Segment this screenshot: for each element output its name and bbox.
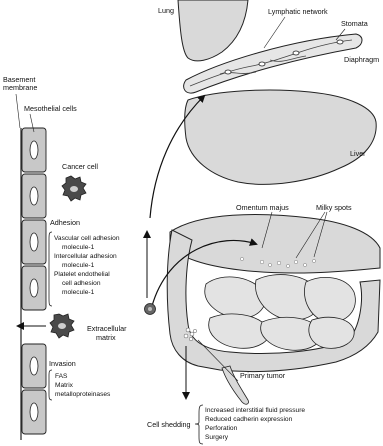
primary-tumor-label: Primary tumor (240, 371, 286, 380)
liver-shape (185, 90, 377, 184)
omentum-shape (170, 215, 380, 274)
small-intestine-loops (205, 275, 356, 351)
adhesion-molecule-line: Intercellular adhesion (54, 253, 117, 260)
lymphatic-pointer (264, 17, 285, 48)
basement-pointer (16, 94, 20, 128)
adhesion-bracket (49, 232, 52, 306)
invasion-factor-line: metalloproteinases (55, 391, 111, 398)
adhesion-molecule-line: Vascular cell adhesion (54, 235, 120, 242)
cancer-cell-label: Cancer cell (62, 162, 98, 171)
invasion-label: Invasion (49, 359, 76, 368)
adhesion-molecule-line: cell adhesion (62, 280, 101, 287)
cell-shedding-label: Cell shedding (147, 420, 191, 429)
liver-label: Liver (350, 149, 366, 158)
invading-cell (50, 314, 74, 338)
invasion-factor-line: Matrix (55, 382, 74, 389)
shedding-bracket (195, 405, 203, 444)
invasion-factor-line: FAS (55, 373, 68, 380)
adhesion-label: Adhesion (50, 218, 80, 227)
diaphragm-label: Diaphragm (344, 55, 379, 64)
shedding-cause-line: Surgery (205, 434, 229, 441)
shedding-cause-line: Increased interstitial fluid pressure (205, 407, 305, 414)
extracellular-matrix-label-2: matrix (96, 333, 116, 342)
lung-shape (178, 0, 248, 61)
mesothelial-cells-label: Mesothelial cells (24, 104, 77, 113)
adhesion-molecule-line: Platelet endothelial (54, 271, 110, 278)
adhesion-molecule-line: molecule-1 (62, 244, 95, 251)
cancer-cell (62, 176, 86, 201)
extracellular-matrix-label-1: Extracellular (87, 324, 127, 333)
adhesion-molecule-line: molecule-1 (62, 262, 95, 269)
lymphatic-network-label: Lymphatic network (268, 7, 328, 16)
stomata-label: Stomata (341, 19, 368, 28)
basement-membrane-label-2: membrane (3, 83, 37, 92)
milky-spots-label: Milky spots (316, 203, 352, 212)
lung-label: Lung (158, 6, 174, 15)
shedding-cause-line: Reduced cadherin expression (205, 416, 293, 423)
shedding-cause-line: Perforation (205, 425, 238, 432)
omentum-majus-label: Omentum majus (236, 203, 289, 212)
adhesion-molecule-line: molecule-1 (62, 289, 95, 296)
invasion-bracket (49, 370, 52, 400)
shed-cancer-cell (145, 304, 156, 315)
